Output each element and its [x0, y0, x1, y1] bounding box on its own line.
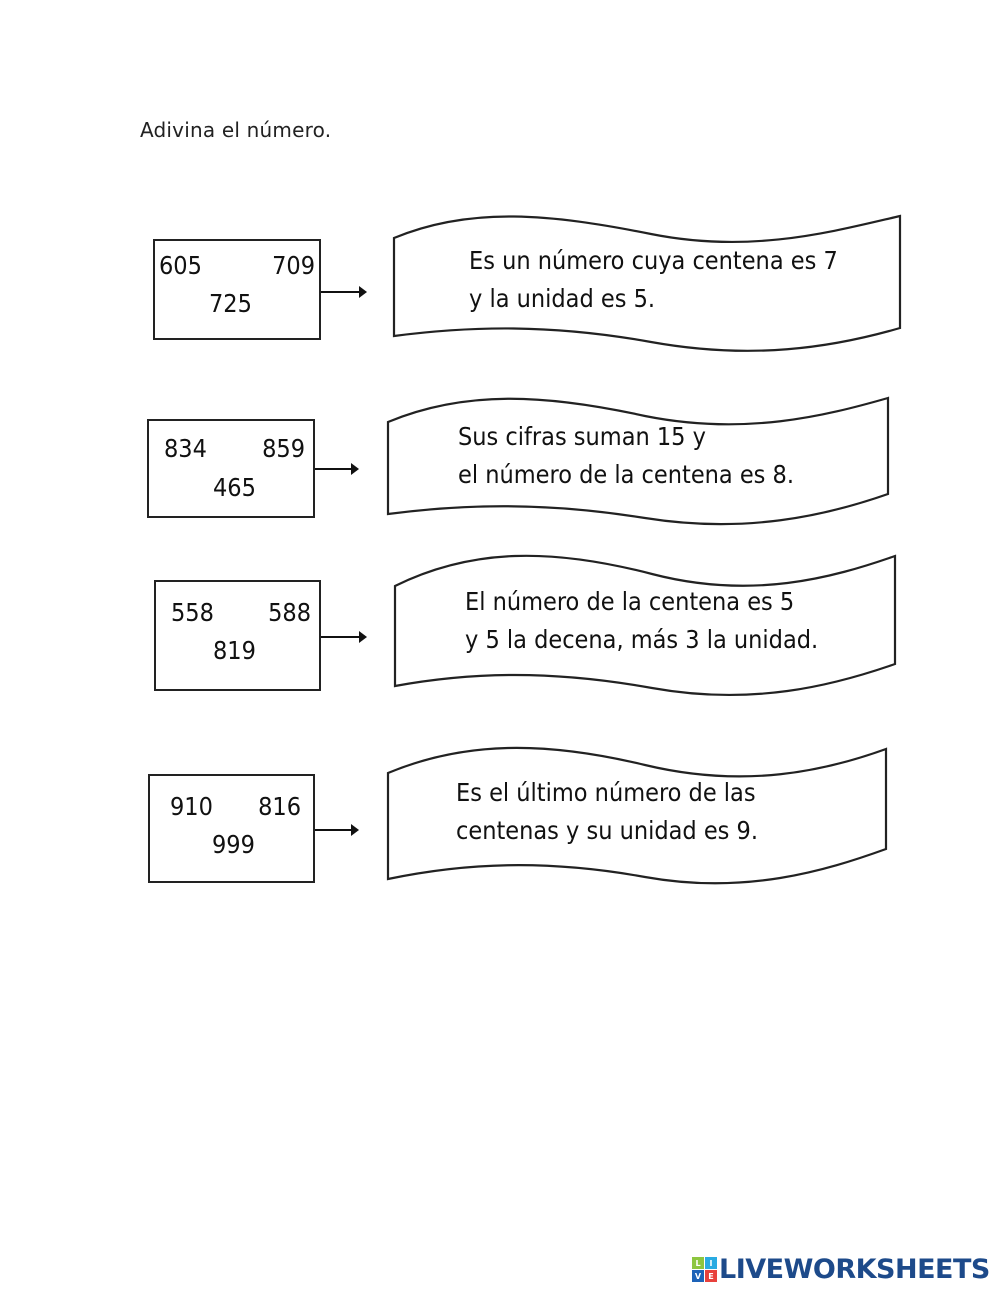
arrow-icon: [321, 631, 367, 643]
number-option[interactable]: 465: [213, 473, 256, 502]
arrow-icon: [315, 824, 359, 836]
number-option[interactable]: 588: [268, 598, 311, 627]
number-options-box: 605 709 725: [153, 239, 321, 340]
arrow-icon: [315, 463, 359, 475]
number-option[interactable]: 834: [164, 434, 207, 463]
clue-banner: Es un número cuya centena es 7 y la unid…: [391, 214, 903, 352]
number-options-box: 558 588 819: [154, 580, 321, 691]
number-option[interactable]: 859: [262, 434, 305, 463]
number-option[interactable]: 725: [209, 289, 252, 318]
clue-banner: Es el último número de las centenas y su…: [385, 745, 889, 895]
logo-icon: L I V E: [692, 1257, 717, 1282]
logo-letter: E: [705, 1270, 717, 1282]
logo-text: LIVEWORKSHEETS: [719, 1254, 990, 1285]
number-option[interactable]: 605: [159, 251, 202, 280]
page-title: Adivina el número.: [140, 118, 332, 142]
wave-banner-shape: [392, 214, 902, 352]
logo-letter: V: [692, 1270, 704, 1282]
clue-banner: El número de la centena es 5 y 5 la dece…: [392, 552, 898, 702]
number-options-box: 834 859 465: [147, 419, 315, 518]
clue-text: Es el último número de las centenas y su…: [456, 778, 758, 845]
number-option[interactable]: 999: [212, 830, 255, 859]
number-option[interactable]: 816: [258, 792, 301, 821]
number-option[interactable]: 558: [171, 598, 214, 627]
logo-letter: I: [705, 1257, 717, 1269]
number-option[interactable]: 910: [170, 792, 213, 821]
wave-banner-shape: [393, 554, 897, 697]
logo-letter: L: [692, 1257, 704, 1269]
number-option[interactable]: 819: [213, 636, 256, 665]
number-options-box: 910 816 999: [148, 774, 315, 883]
liveworksheets-logo[interactable]: L I V E LIVEWORKSHEETS: [692, 1254, 990, 1285]
number-option[interactable]: 709: [272, 251, 315, 280]
clue-text: Sus cifras suman 15 y el número de la ce…: [458, 422, 794, 489]
wave-banner-shape: [386, 396, 890, 526]
clue-text: Es un número cuya centena es 7 y la unid…: [469, 246, 838, 313]
wave-banner-shape: [386, 746, 888, 885]
arrow-icon: [321, 286, 367, 298]
clue-text: El número de la centena es 5 y 5 la dece…: [465, 587, 819, 654]
clue-banner: Sus cifras suman 15 y el número de la ce…: [385, 396, 891, 530]
